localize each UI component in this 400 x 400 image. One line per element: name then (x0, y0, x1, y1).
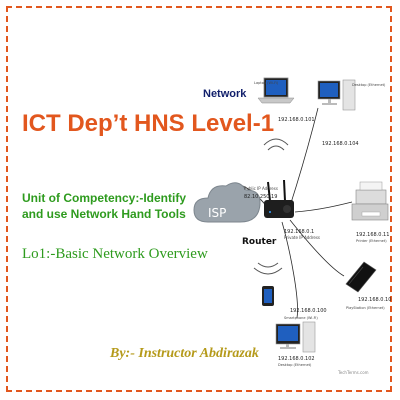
desktop-computer-icon (275, 321, 316, 353)
isp-cloud-icon: ISP (193, 182, 261, 223)
cable-desktop-top (289, 107, 319, 207)
laptop-icon (257, 77, 295, 104)
router-icon (264, 179, 294, 218)
isp-label: ISP (208, 206, 226, 220)
printer-icon (351, 181, 389, 221)
network-heading: Network (203, 88, 247, 100)
desktop-computer-icon (317, 79, 356, 111)
playstation-caption: PlayStation (Ethernet) (346, 306, 385, 310)
slide-border (6, 6, 392, 392)
wifi-signal-icon (253, 138, 289, 275)
router-ip: 192.168.0.1 (284, 229, 314, 235)
public-ip-caption: Public IP Address (244, 186, 278, 191)
playstation-ip: 192.168.0.10 (358, 297, 391, 303)
learning-outcome: Lo1:-Basic Network Overview (22, 246, 208, 262)
desktop-bottom-ip: 192.168.0.102 (278, 356, 315, 362)
laptop-ip: 192.168.0.101 (278, 117, 315, 123)
router-ip-caption: Private IP Address (284, 235, 320, 240)
desktop-top-caption: Desktop (Ethernet) (352, 83, 386, 87)
unit-of-competency: Unit of Competency:-Identify and use Net… (22, 191, 186, 221)
printer-ip: 192.168.0.11 (356, 232, 389, 238)
cable-desktop-bottom (281, 221, 298, 319)
smartphone-ip: 192.168.0.100 (290, 308, 327, 314)
smartphone-icon (262, 286, 274, 306)
desktop-bottom-caption: Desktop (Ethernet) (278, 363, 312, 367)
cable-printer (294, 201, 353, 213)
cable-playstation (289, 219, 345, 277)
desktop-top-ip: 192.168.0.104 (322, 141, 359, 147)
router-label: Router (242, 237, 277, 247)
smartphone-caption: Smartphone (Wi-Fi) (284, 316, 318, 320)
playstation-icon (345, 261, 377, 293)
public-ip: 82.10.250.19 (244, 194, 277, 200)
watermark: TechTerms.com (337, 370, 369, 375)
laptop-caption: Laptop (Wi-Fi) (254, 81, 279, 85)
instructor-byline: By:- Instructor Abdirazak (110, 346, 259, 361)
slide-title: ICT Dep’t HNS Level-1 (22, 110, 275, 137)
printer-caption: Printer (Ethernet) (356, 239, 387, 243)
